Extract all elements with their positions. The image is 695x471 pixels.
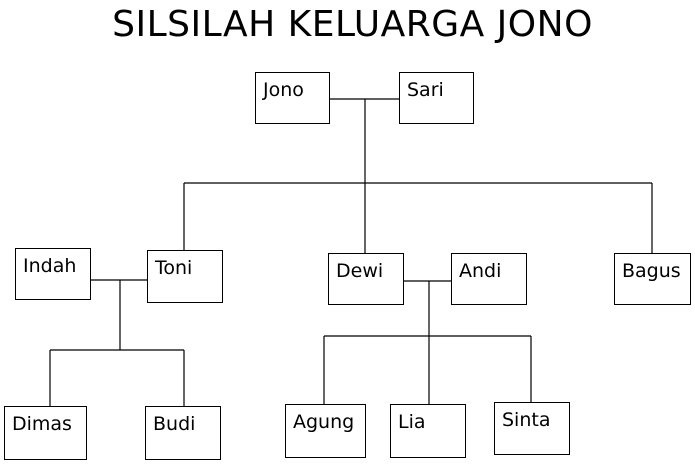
diagram-title: SILSILAH KELUARGA JONO xyxy=(112,4,593,45)
person-name: Jono xyxy=(263,79,304,101)
person-name: Agung xyxy=(293,411,355,433)
person-name: Indah xyxy=(23,255,77,277)
person-toni: Toni xyxy=(147,250,223,303)
person-agung: Agung xyxy=(285,404,366,458)
person-name: Dewi xyxy=(336,260,384,282)
person-name: Sari xyxy=(407,79,444,101)
person-dimas: Dimas xyxy=(4,406,87,460)
person-indah: Indah xyxy=(15,248,91,300)
person-bagus: Bagus xyxy=(614,253,691,305)
person-name: Lia xyxy=(398,411,426,433)
person-sinta: Sinta xyxy=(494,402,570,455)
person-name: Andi xyxy=(459,260,502,282)
person-name: Toni xyxy=(155,257,193,279)
person-name: Dimas xyxy=(12,413,72,435)
person-dewi: Dewi xyxy=(328,253,404,305)
person-jono: Jono xyxy=(255,72,330,124)
person-budi: Budi xyxy=(145,406,221,460)
person-name: Budi xyxy=(153,413,196,435)
person-andi: Andi xyxy=(451,253,527,305)
person-name: Bagus xyxy=(622,260,681,282)
person-name: Sinta xyxy=(502,409,551,431)
person-sari: Sari xyxy=(399,72,474,124)
person-lia: Lia xyxy=(390,404,466,458)
